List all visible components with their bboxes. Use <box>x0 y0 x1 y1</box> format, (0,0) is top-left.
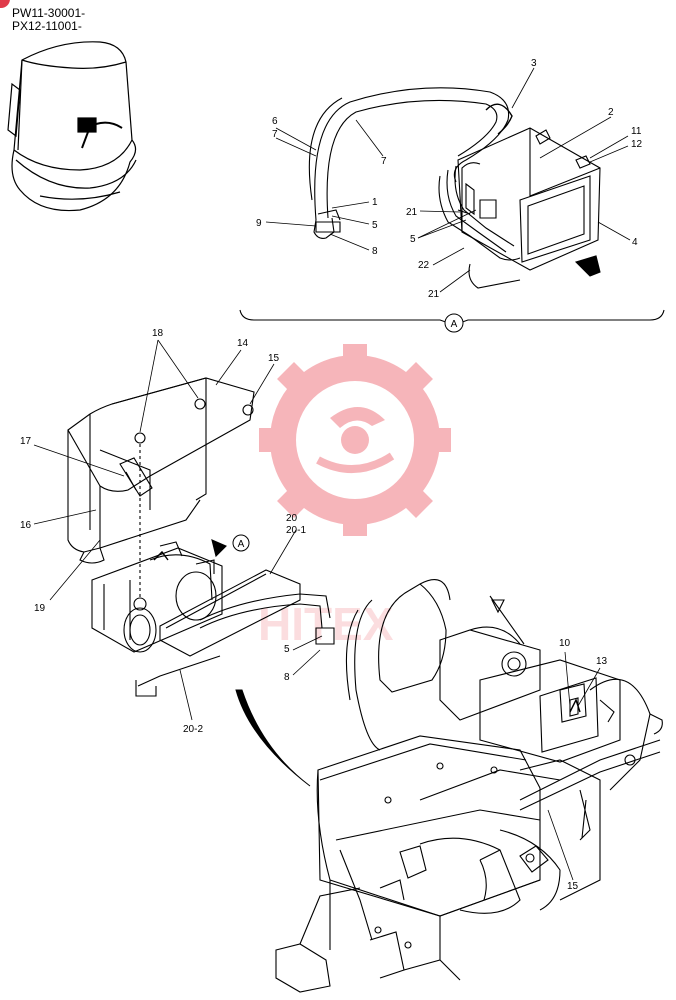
cover-and-heater-core <box>67 377 335 697</box>
callout-20: 20 <box>286 513 298 524</box>
callout-7-a: 7 <box>272 129 278 140</box>
callout-5-a: 5 <box>372 220 378 231</box>
view-a-marker-middle: A <box>232 534 250 552</box>
callout-6: 6 <box>272 116 278 127</box>
callout-19: 19 <box>34 603 46 614</box>
callout-5-b: 5 <box>410 234 416 245</box>
svg-text:A: A <box>451 319 458 330</box>
callout-7-b: 7 <box>381 156 387 167</box>
corner-badge <box>0 0 10 8</box>
callout-22: 22 <box>418 260 430 271</box>
callout-17: 17 <box>20 436 32 447</box>
serial-range-2: PX12-11001- <box>12 19 82 33</box>
callout-5-c: 5 <box>284 644 290 655</box>
callout-20-1: 20-1 <box>286 525 306 536</box>
callout-13: 13 <box>596 656 608 667</box>
callout-20-2: 20-2 <box>183 724 203 735</box>
curved-arrow <box>235 689 311 787</box>
callout-numbers: 3 2 11 12 4 6 7 7 1 5 8 9 21 5 22 21 18 … <box>20 58 643 892</box>
detail-a-heater-assembly <box>239 87 665 331</box>
callout-2: 2 <box>608 107 614 118</box>
callout-8-b: 8 <box>284 672 290 683</box>
serial-range-1: PW11-30001- <box>12 6 86 20</box>
callout-1: 1 <box>372 197 378 208</box>
callout-10: 10 <box>559 638 571 649</box>
svg-text:A: A <box>238 539 245 550</box>
callout-15-b: 15 <box>567 881 579 892</box>
callout-4: 4 <box>632 237 638 248</box>
callout-21-b: 21 <box>428 289 440 300</box>
watermark-gear-logo <box>259 344 451 536</box>
watermark-text: HITEX <box>258 598 394 650</box>
view-a-marker-top: A <box>444 313 464 333</box>
callout-14: 14 <box>237 338 249 349</box>
callout-9: 9 <box>256 218 262 229</box>
callout-8-a: 8 <box>372 246 378 257</box>
callout-18: 18 <box>152 328 164 339</box>
callout-21-a: 21 <box>406 207 418 218</box>
callout-11: 11 <box>631 126 642 137</box>
callout-16: 16 <box>20 520 32 531</box>
callout-12: 12 <box>631 139 643 150</box>
machine-frame-assembly <box>275 579 663 993</box>
cab-thumbnail <box>7 41 137 212</box>
callout-15-a: 15 <box>268 353 280 364</box>
callout-leader-lines <box>33 67 631 881</box>
callout-3: 3 <box>531 58 537 69</box>
